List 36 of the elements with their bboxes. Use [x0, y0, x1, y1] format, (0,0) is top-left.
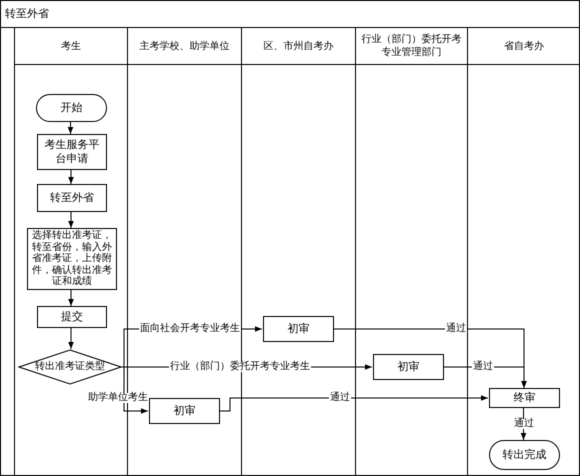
- arrow: [120, 366, 148, 414]
- swimlane: [467, 28, 580, 476]
- process-box: 选择转出准考证，转至省份，输入外省准考证，上传附件，确认转出准考证和成绩: [27, 228, 117, 290]
- arrow: [68, 290, 74, 306]
- arrow: [520, 408, 526, 440]
- arrow: [68, 170, 74, 184]
- process-box: 考生服务平台申请: [37, 134, 107, 170]
- process-box: 初审: [149, 398, 220, 424]
- edge-label: 面向社会开考专业考生: [139, 324, 241, 334]
- process-box: 转至外省: [37, 184, 107, 212]
- arrow: [68, 212, 74, 228]
- arrow: [218, 395, 488, 412]
- lane-header: 省自考办: [504, 40, 544, 52]
- edge-label: 通过: [472, 362, 494, 372]
- edge-label: 助学单位考生: [87, 393, 149, 403]
- edge-label: 通过: [329, 393, 351, 403]
- edge-label: 行业（部门）委托开考专业考生: [169, 362, 311, 372]
- terminal-box: 转出完成: [489, 440, 560, 470]
- swimlane: [14, 28, 127, 476]
- lane-header: 考生: [61, 40, 81, 52]
- process-box: 初审: [263, 316, 334, 342]
- lane-header: 行业（部门）委托开考专业管理部门: [360, 33, 462, 59]
- terminal-box: 开始: [36, 94, 107, 122]
- arrow: [68, 122, 74, 134]
- arrow: [68, 328, 74, 350]
- decision-diamond: 转出准考证类型: [18, 349, 122, 385]
- process-box: 初审: [373, 354, 444, 380]
- lane-header: 区、市州自考办: [264, 40, 334, 52]
- edge-label: 通过: [445, 324, 467, 334]
- process-box: 提交: [37, 306, 107, 328]
- title: 转至外省: [5, 6, 49, 22]
- process-box: 终审: [489, 388, 560, 408]
- edge-label: 通过: [513, 419, 535, 429]
- lane-header: 主考学校、助学单位: [140, 40, 230, 52]
- arrow: [442, 366, 527, 388]
- swimlane: [355, 28, 467, 476]
